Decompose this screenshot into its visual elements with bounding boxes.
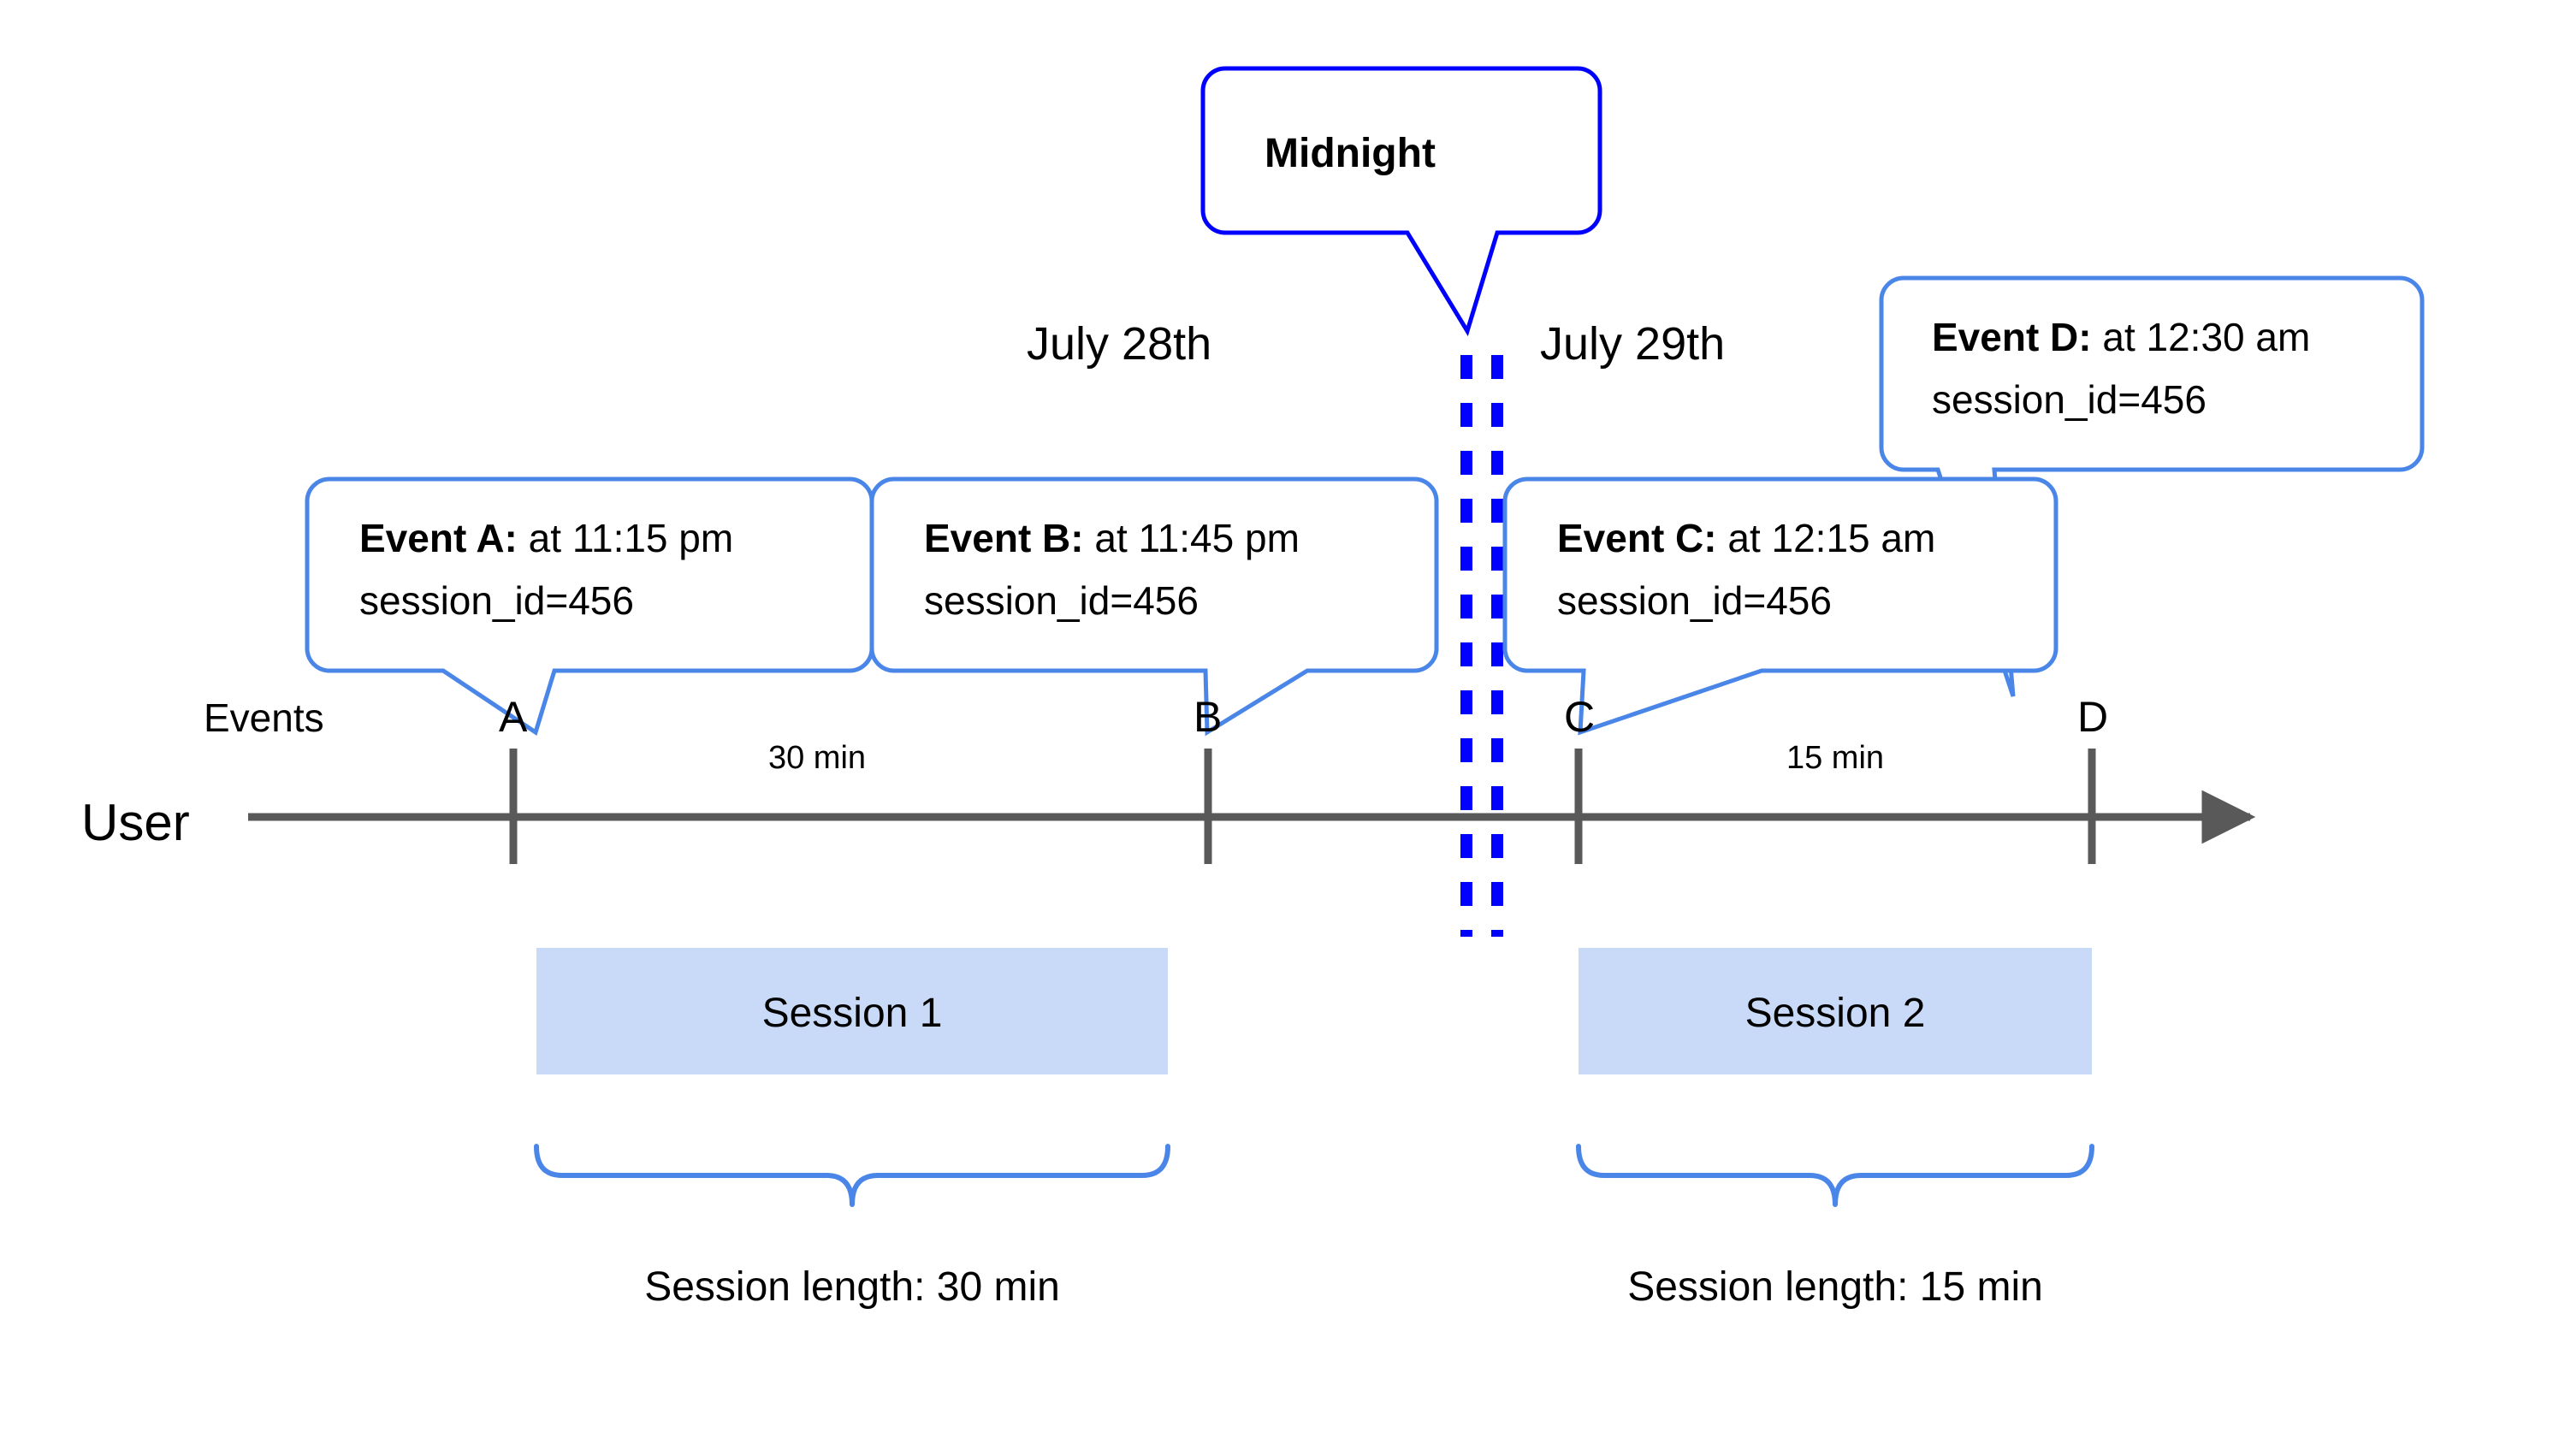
lane-label-events: Events — [204, 695, 324, 740]
session-length-label-2: Session length: 15 min — [1627, 1264, 2043, 1310]
event-c-title: Event C: — [1557, 516, 1717, 560]
interval-label-30min: 30 min — [768, 740, 866, 776]
session-bar-2-label: Session 2 — [1745, 991, 1926, 1036]
tick-label-c: C — [1564, 693, 1595, 741]
session-brace-1 — [534, 1144, 1170, 1207]
session-bar-1-label: Session 1 — [762, 991, 943, 1036]
session-bar-2-rect — [1579, 948, 2092, 1074]
event-callout-b-shape — [869, 476, 1439, 737]
event-callout-b-line2: session_id=456 — [924, 578, 1199, 623]
event-callout-d[interactable]: Event D: at 12:30 am session_id=456 — [1879, 275, 2425, 697]
event-callout-a-line1: Event A: at 11:15 pm — [359, 516, 733, 560]
tick-label-b: B — [1194, 693, 1222, 741]
event-callout-d-line1: Event D: at 12:30 am — [1932, 315, 2310, 359]
tick-label-d: D — [2077, 693, 2108, 741]
event-d-detail: at 12:30 am — [2092, 315, 2311, 359]
session-length-label-1: Session length: 30 min — [644, 1264, 1060, 1310]
date-label-july-28: July 28th — [1027, 318, 1211, 370]
midnight-callout-shape — [1200, 66, 1602, 337]
event-c-detail: at 12:15 am — [1717, 516, 1936, 560]
tick-label-a: A — [499, 693, 528, 741]
event-a-title: Event A: — [359, 516, 518, 560]
timeline-axis — [248, 749, 2256, 864]
event-callout-c-line1: Event C: at 12:15 am — [1557, 516, 1935, 560]
event-callout-b[interactable]: Event B: at 11:45 pm session_id=456 — [869, 476, 1439, 737]
event-a-detail: at 11:15 pm — [518, 516, 733, 560]
event-callout-a-line2: session_id=456 — [359, 578, 634, 623]
midnight-label: Midnight — [1265, 131, 1436, 176]
lane-label-user: User — [81, 794, 190, 851]
session-brace-2 — [1576, 1144, 2094, 1207]
event-b-detail: at 11:45 pm — [1084, 516, 1300, 560]
event-callout-a[interactable]: Event A: at 11:15 pm session_id=456 — [305, 476, 874, 736]
session-brace-1-path — [534, 1144, 1170, 1207]
event-callout-a-shape — [305, 476, 874, 736]
midnight-divider — [1460, 355, 1503, 937]
event-d-title: Event D: — [1932, 315, 2092, 359]
event-b-title: Event B: — [924, 516, 1084, 560]
session-brace-2-path — [1576, 1144, 2094, 1207]
session-bar-1-rect — [536, 948, 1168, 1074]
event-callout-c-line2: session_id=456 — [1557, 578, 1832, 623]
event-callout-c-shape — [1502, 476, 2058, 736]
event-callout-c[interactable]: Event C: at 12:15 am session_id=456 — [1502, 476, 2058, 736]
event-callout-b-line1: Event B: at 11:45 pm — [924, 516, 1300, 560]
session-bar-1[interactable]: Session 1 — [536, 948, 1168, 1074]
date-label-july-29: July 29th — [1540, 318, 1725, 370]
event-callout-d-line2: session_id=456 — [1932, 377, 2206, 422]
session-bar-2[interactable]: Session 2 — [1579, 948, 2092, 1074]
interval-label-15min: 15 min — [1786, 740, 1884, 776]
midnight-callout[interactable]: Midnight — [1200, 66, 1602, 337]
